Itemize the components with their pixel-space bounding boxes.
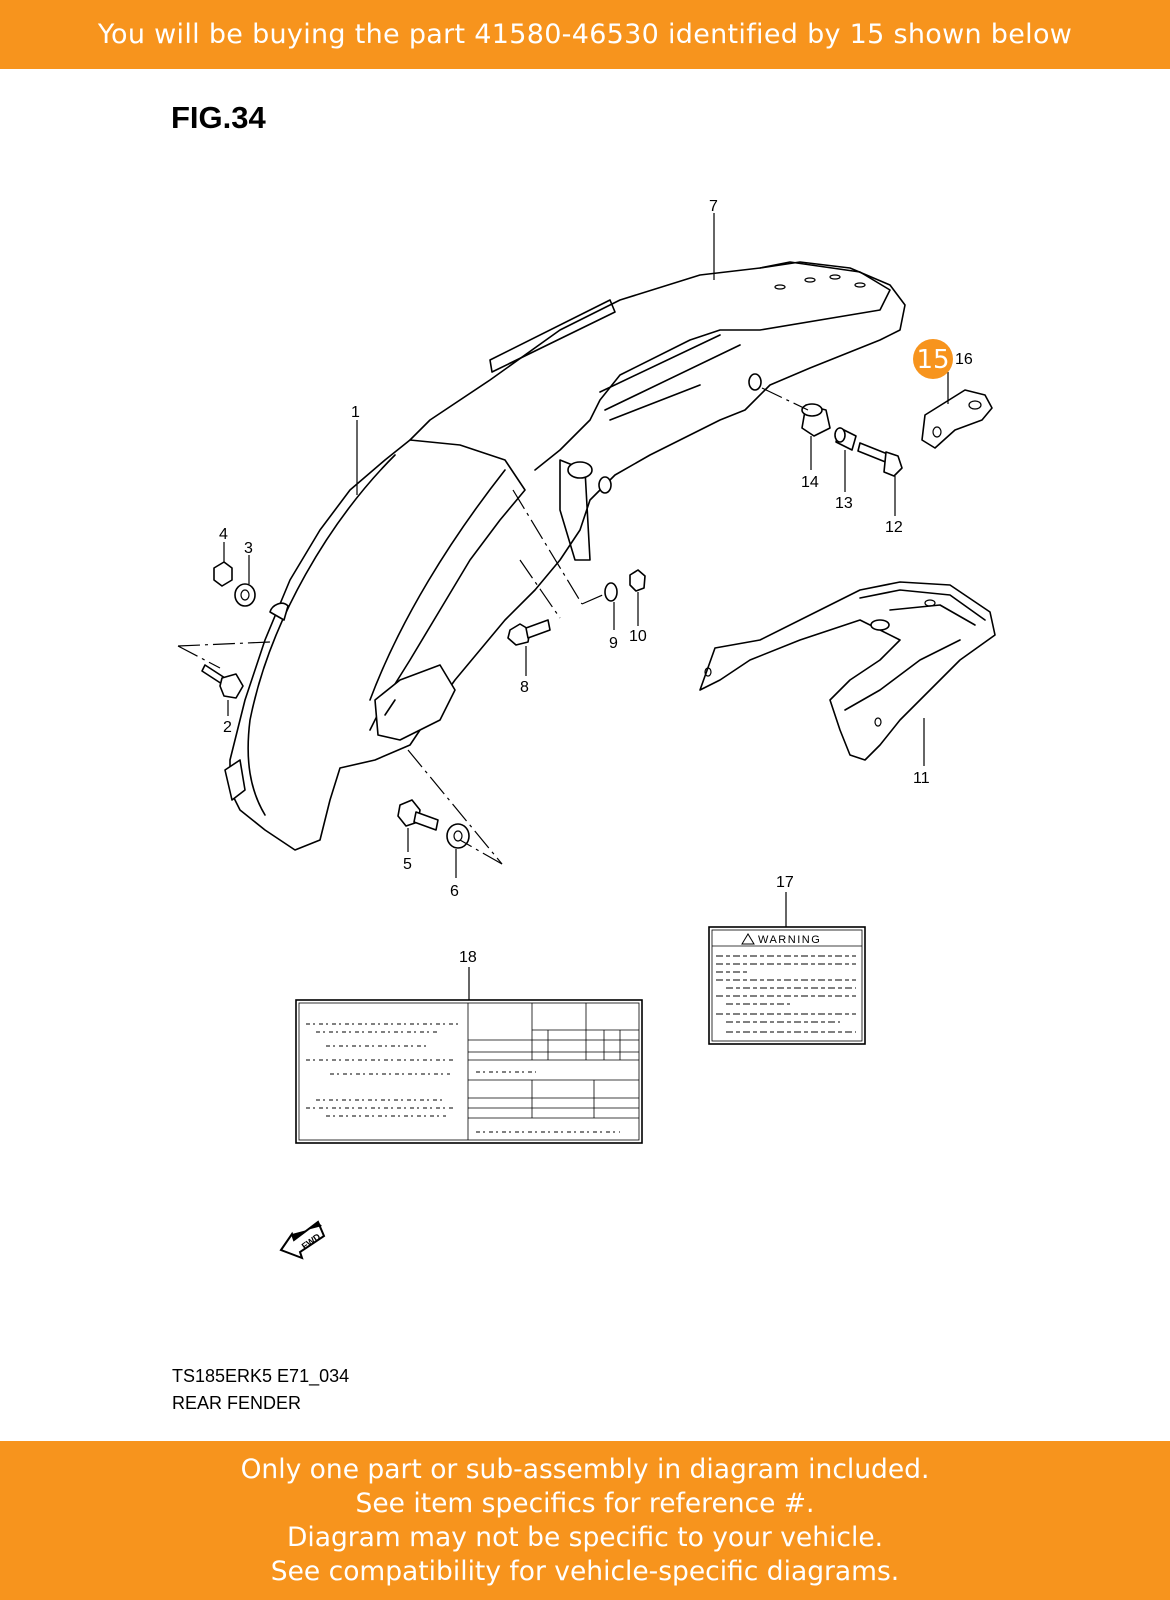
callout-7: 7 <box>709 198 718 215</box>
bolt-5-part <box>397 799 439 831</box>
carrier-11-part <box>699 581 996 761</box>
warning-label-text: WARNING <box>758 934 821 946</box>
footer-line-1: Only one part or sub-assembly in diagram… <box>240 1453 930 1485</box>
collar-13-part <box>834 427 857 451</box>
grommet-6-part <box>446 823 470 849</box>
footer-line-3: Diagram may not be specific to your vehi… <box>286 1521 884 1553</box>
callout-11: 11 <box>913 770 930 787</box>
footer-line-2: See item specifics for reference #. <box>355 1487 815 1519</box>
parts-diagram: 7 1 4 3 2 5 6 8 9 10 11 12 13 14 16 17 1… <box>177 198 996 1260</box>
figure-title: FIG.34 <box>171 100 266 135</box>
callout-5: 5 <box>403 856 412 873</box>
footer-line-4: See compatibility for vehicle-specific d… <box>270 1555 900 1587</box>
top-banner: You will be buying the part 41580-46530 … <box>0 0 1170 69</box>
nut-4-part <box>213 561 233 587</box>
callout-17: 17 <box>776 874 794 891</box>
washer-3-part <box>234 583 256 607</box>
callout-12: 12 <box>885 519 903 536</box>
nut-10-part <box>629 569 646 592</box>
callout-6: 6 <box>450 883 459 900</box>
fwd-arrow-icon: FWD <box>279 1220 326 1260</box>
highlight-marker-15: 15 <box>913 339 953 379</box>
warning-label-17-part: WARNING <box>708 926 866 1045</box>
callout-18: 18 <box>459 949 477 966</box>
callout-1: 1 <box>351 404 360 421</box>
callout-13: 13 <box>835 495 853 512</box>
callout-9: 9 <box>609 635 618 652</box>
highlight-number: 15 <box>916 345 949 375</box>
washer-9-part <box>604 582 618 602</box>
callout-10: 10 <box>629 628 647 645</box>
callout-16: 16 <box>955 351 973 368</box>
rear-fender-part <box>224 261 906 851</box>
callout-14: 14 <box>801 474 819 491</box>
spec-label-18-part <box>295 999 643 1144</box>
callout-3: 3 <box>244 540 253 557</box>
callout-2: 2 <box>223 719 232 736</box>
top-banner-text: You will be buying the part 41580-46530 … <box>97 19 1073 50</box>
cushion-14-part <box>801 403 831 437</box>
section-name: REAR FENDER <box>172 1393 302 1413</box>
bolt-8-part <box>507 619 551 646</box>
model-code: TS185ERK5 E71_034 <box>172 1366 350 1386</box>
bottom-banner: Only one part or sub-assembly in diagram… <box>0 1441 1170 1600</box>
bolt-2-part <box>201 664 244 699</box>
callout-4: 4 <box>219 526 228 543</box>
callout-8: 8 <box>520 679 529 696</box>
leader-lines <box>177 213 949 1000</box>
bracket-15-16-part <box>921 389 993 449</box>
bolt-12-part <box>857 442 903 477</box>
callout-labels: 7 1 4 3 2 5 6 8 9 10 11 12 13 14 16 17 1… <box>219 198 973 966</box>
